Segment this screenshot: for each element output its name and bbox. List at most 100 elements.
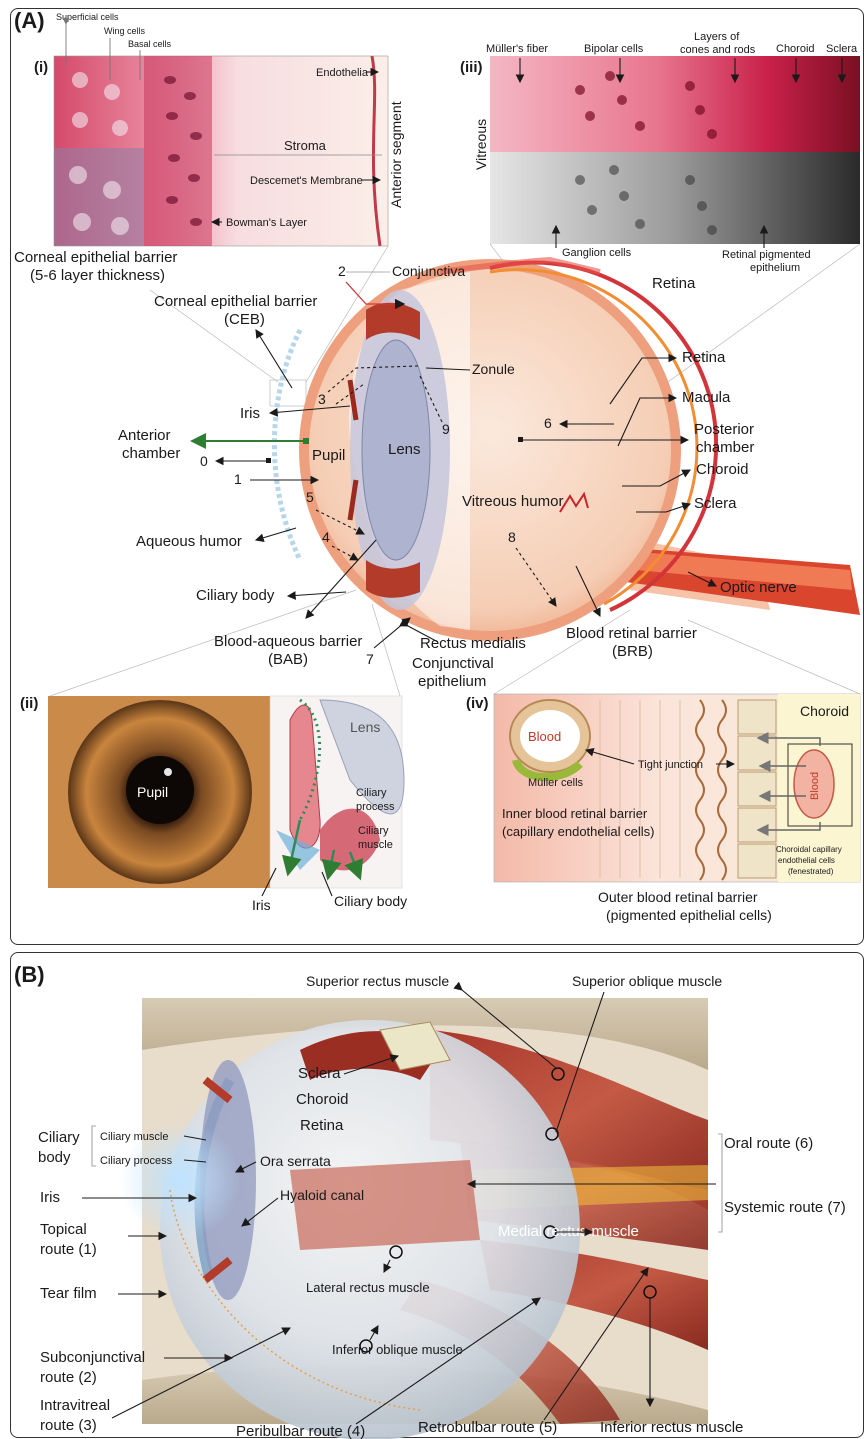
ceb-caption-line2: (5-6 layer thickness)	[30, 267, 165, 284]
route-number-7: 7	[366, 651, 374, 667]
label-ciliary-muscle-line2: muscle	[358, 839, 393, 851]
route-number-4: 4	[322, 529, 330, 545]
label-subconj-line2: route (2)	[40, 1369, 97, 1386]
label-optic-nerve: Optic nerve	[720, 579, 797, 596]
route-number-3: 3	[318, 391, 326, 407]
label-ceb-line2: (CEB)	[224, 311, 265, 328]
route-number-9: 9	[442, 421, 450, 437]
label-rectus-medialis: Rectus medialis	[420, 635, 526, 652]
retina-caption: Retina	[652, 275, 696, 292]
label-chor-cap-line3: (fenestrated)	[788, 867, 834, 876]
label-ciliary-muscle: Ciliary muscle	[100, 1131, 168, 1143]
label-layers-line1: Layers of	[694, 31, 740, 43]
route-number-5: 5	[306, 489, 314, 505]
label-retina-a: Retina	[682, 349, 726, 366]
panel-b-tag: (B)	[14, 962, 45, 987]
label-sclera-a: Sclera	[694, 495, 737, 512]
label-stroma: Stroma	[284, 138, 327, 153]
label-choroid-iv: Choroid	[800, 703, 849, 719]
inset-ii-tag: (ii)	[20, 695, 38, 712]
label-ciliary-muscle-line1: Ciliary	[358, 825, 389, 837]
label-bab-line1: Blood-aqueous barrier	[214, 633, 362, 650]
label-sclera-b: Sclera	[298, 1065, 341, 1082]
label-inferior-rectus: Inferior rectus muscle	[600, 1419, 743, 1436]
label-lens-a: Lens	[388, 441, 421, 458]
label-ora-serrata: Ora serrata	[260, 1153, 331, 1169]
label-inner-brb-line2: (capillary endothelial cells)	[502, 824, 654, 839]
inset-i-tag: (i)	[34, 59, 48, 76]
label-chor-cap-line2: endothelial cells	[778, 856, 835, 865]
label-ciliary-body-line2: body	[38, 1149, 71, 1166]
label-lens-ii: Lens	[350, 719, 380, 735]
label-layers-line2: cones and rods	[680, 44, 756, 56]
label-outer-brb-line1: Outer blood retinal barrier	[598, 889, 758, 905]
label-tear-film: Tear film	[40, 1285, 97, 1302]
label-anterior-chamber-line1: Anterior	[118, 427, 171, 444]
label-ciliary-process-line1: Ciliary	[356, 787, 387, 799]
label-sclera-iii: Sclera	[826, 43, 858, 55]
label-ciliary-process: Ciliary process	[100, 1155, 173, 1167]
label-systemic-route: Systemic route (7)	[724, 1199, 846, 1216]
label-retrobulbar: Retrobulbar route (5)	[418, 1419, 557, 1436]
label-brb-line2: (BRB)	[612, 643, 653, 660]
label-superior-rectus: Superior rectus muscle	[306, 973, 449, 989]
inset-iii-tag: (iii)	[460, 59, 483, 76]
inset-iv: (iv) Blood Choroid Blood Müller cells	[466, 694, 860, 923]
label-inner-brb-line1: Inner blood retinal barrier	[502, 806, 648, 821]
label-lateral-rectus: Lateral rectus muscle	[306, 1280, 430, 1295]
label-posterior-line2: chamber	[696, 439, 754, 456]
label-aqueous-humor: Aqueous humor	[136, 533, 242, 550]
label-endothelia: Endothelia	[316, 67, 369, 79]
label-retina-b: Retina	[300, 1117, 344, 1134]
inset-ii: (ii) Pupil Lens Ciliary process Ciliary …	[20, 695, 407, 913]
label-superior-oblique: Superior oblique muscle	[572, 973, 722, 989]
label-vitreous-iii: Vitreous	[473, 119, 489, 170]
label-bowmans-layer: Bowman's Layer	[226, 217, 307, 229]
label-intravit-line1: Intravitreal	[40, 1397, 110, 1414]
panel-a-figure: (A) (i) Superficial cells Wing cells Bas…	[0, 0, 864, 950]
label-ciliary-body-ii: Ciliary body	[334, 893, 407, 909]
label-ciliary-body-a: Ciliary body	[196, 587, 275, 604]
label-peribulbar: Peribulbar route (4)	[236, 1423, 365, 1439]
label-ceb-line1: Corneal epithelial barrier	[154, 293, 317, 310]
label-basal-cells: Basal cells	[128, 39, 172, 49]
label-rpe-line1: Retinal pigmented	[722, 249, 811, 261]
route-number-1: 1	[234, 471, 242, 487]
route-number-6: 6	[544, 415, 552, 431]
label-ganglion-cells: Ganglion cells	[562, 247, 632, 259]
label-conjunctiva: Conjunctiva	[392, 263, 465, 279]
label-superficial-cells: Superficial cells	[56, 12, 119, 22]
label-iris-ii: Iris	[252, 897, 271, 913]
label-wing-cells: Wing cells	[104, 26, 146, 36]
label-bipolar-cells: Bipolar cells	[584, 43, 644, 55]
label-conj-epi-line1: Conjunctival	[412, 655, 494, 672]
label-ciliary-body-line1: Ciliary	[38, 1129, 80, 1146]
route-number-0: 0	[200, 453, 208, 469]
label-topical-line1: Topical	[40, 1221, 87, 1238]
label-hyaloid-canal: Hyaloid canal	[280, 1187, 364, 1203]
label-pupil-ii: Pupil	[137, 784, 168, 800]
label-choroid-iii: Choroid	[776, 43, 815, 55]
orbit-illustration	[120, 998, 708, 1439]
label-conj-epi-line2: epithelium	[418, 673, 486, 690]
label-descemets-membrane: Descemet's Membrane	[250, 175, 363, 187]
label-choroid-b: Choroid	[296, 1091, 349, 1108]
label-rpe-line2: epithelium	[750, 262, 800, 274]
route-number-2: 2	[338, 263, 346, 279]
route-number-8: 8	[508, 529, 516, 545]
label-blood-iv: Blood	[528, 729, 561, 744]
label-mullers-fiber: Müller's fiber	[486, 43, 548, 55]
panel-a-tag: (A)	[14, 8, 45, 33]
label-pupil-a: Pupil	[312, 447, 345, 464]
label-ciliary-process-line2: process	[356, 801, 395, 813]
label-topical-line2: route (1)	[40, 1241, 97, 1258]
label-posterior-line1: Posterior	[694, 421, 754, 438]
label-chor-cap-line1: Choroidal capillary	[776, 845, 842, 854]
label-outer-brb-line2: (pigmented epithelial cells)	[606, 907, 772, 923]
label-vitreous-humor: Vitreous humor	[462, 493, 563, 510]
label-anterior-segment: Anterior segment	[388, 101, 404, 208]
inset-iii: (iii) Müller's fiber Bipolar cells Layer…	[460, 31, 860, 292]
label-tight-junction: Tight junction	[638, 759, 703, 771]
label-intravit-line2: route (3)	[40, 1417, 97, 1434]
ceb-caption-line1: Corneal epithelial barrier	[14, 249, 177, 266]
